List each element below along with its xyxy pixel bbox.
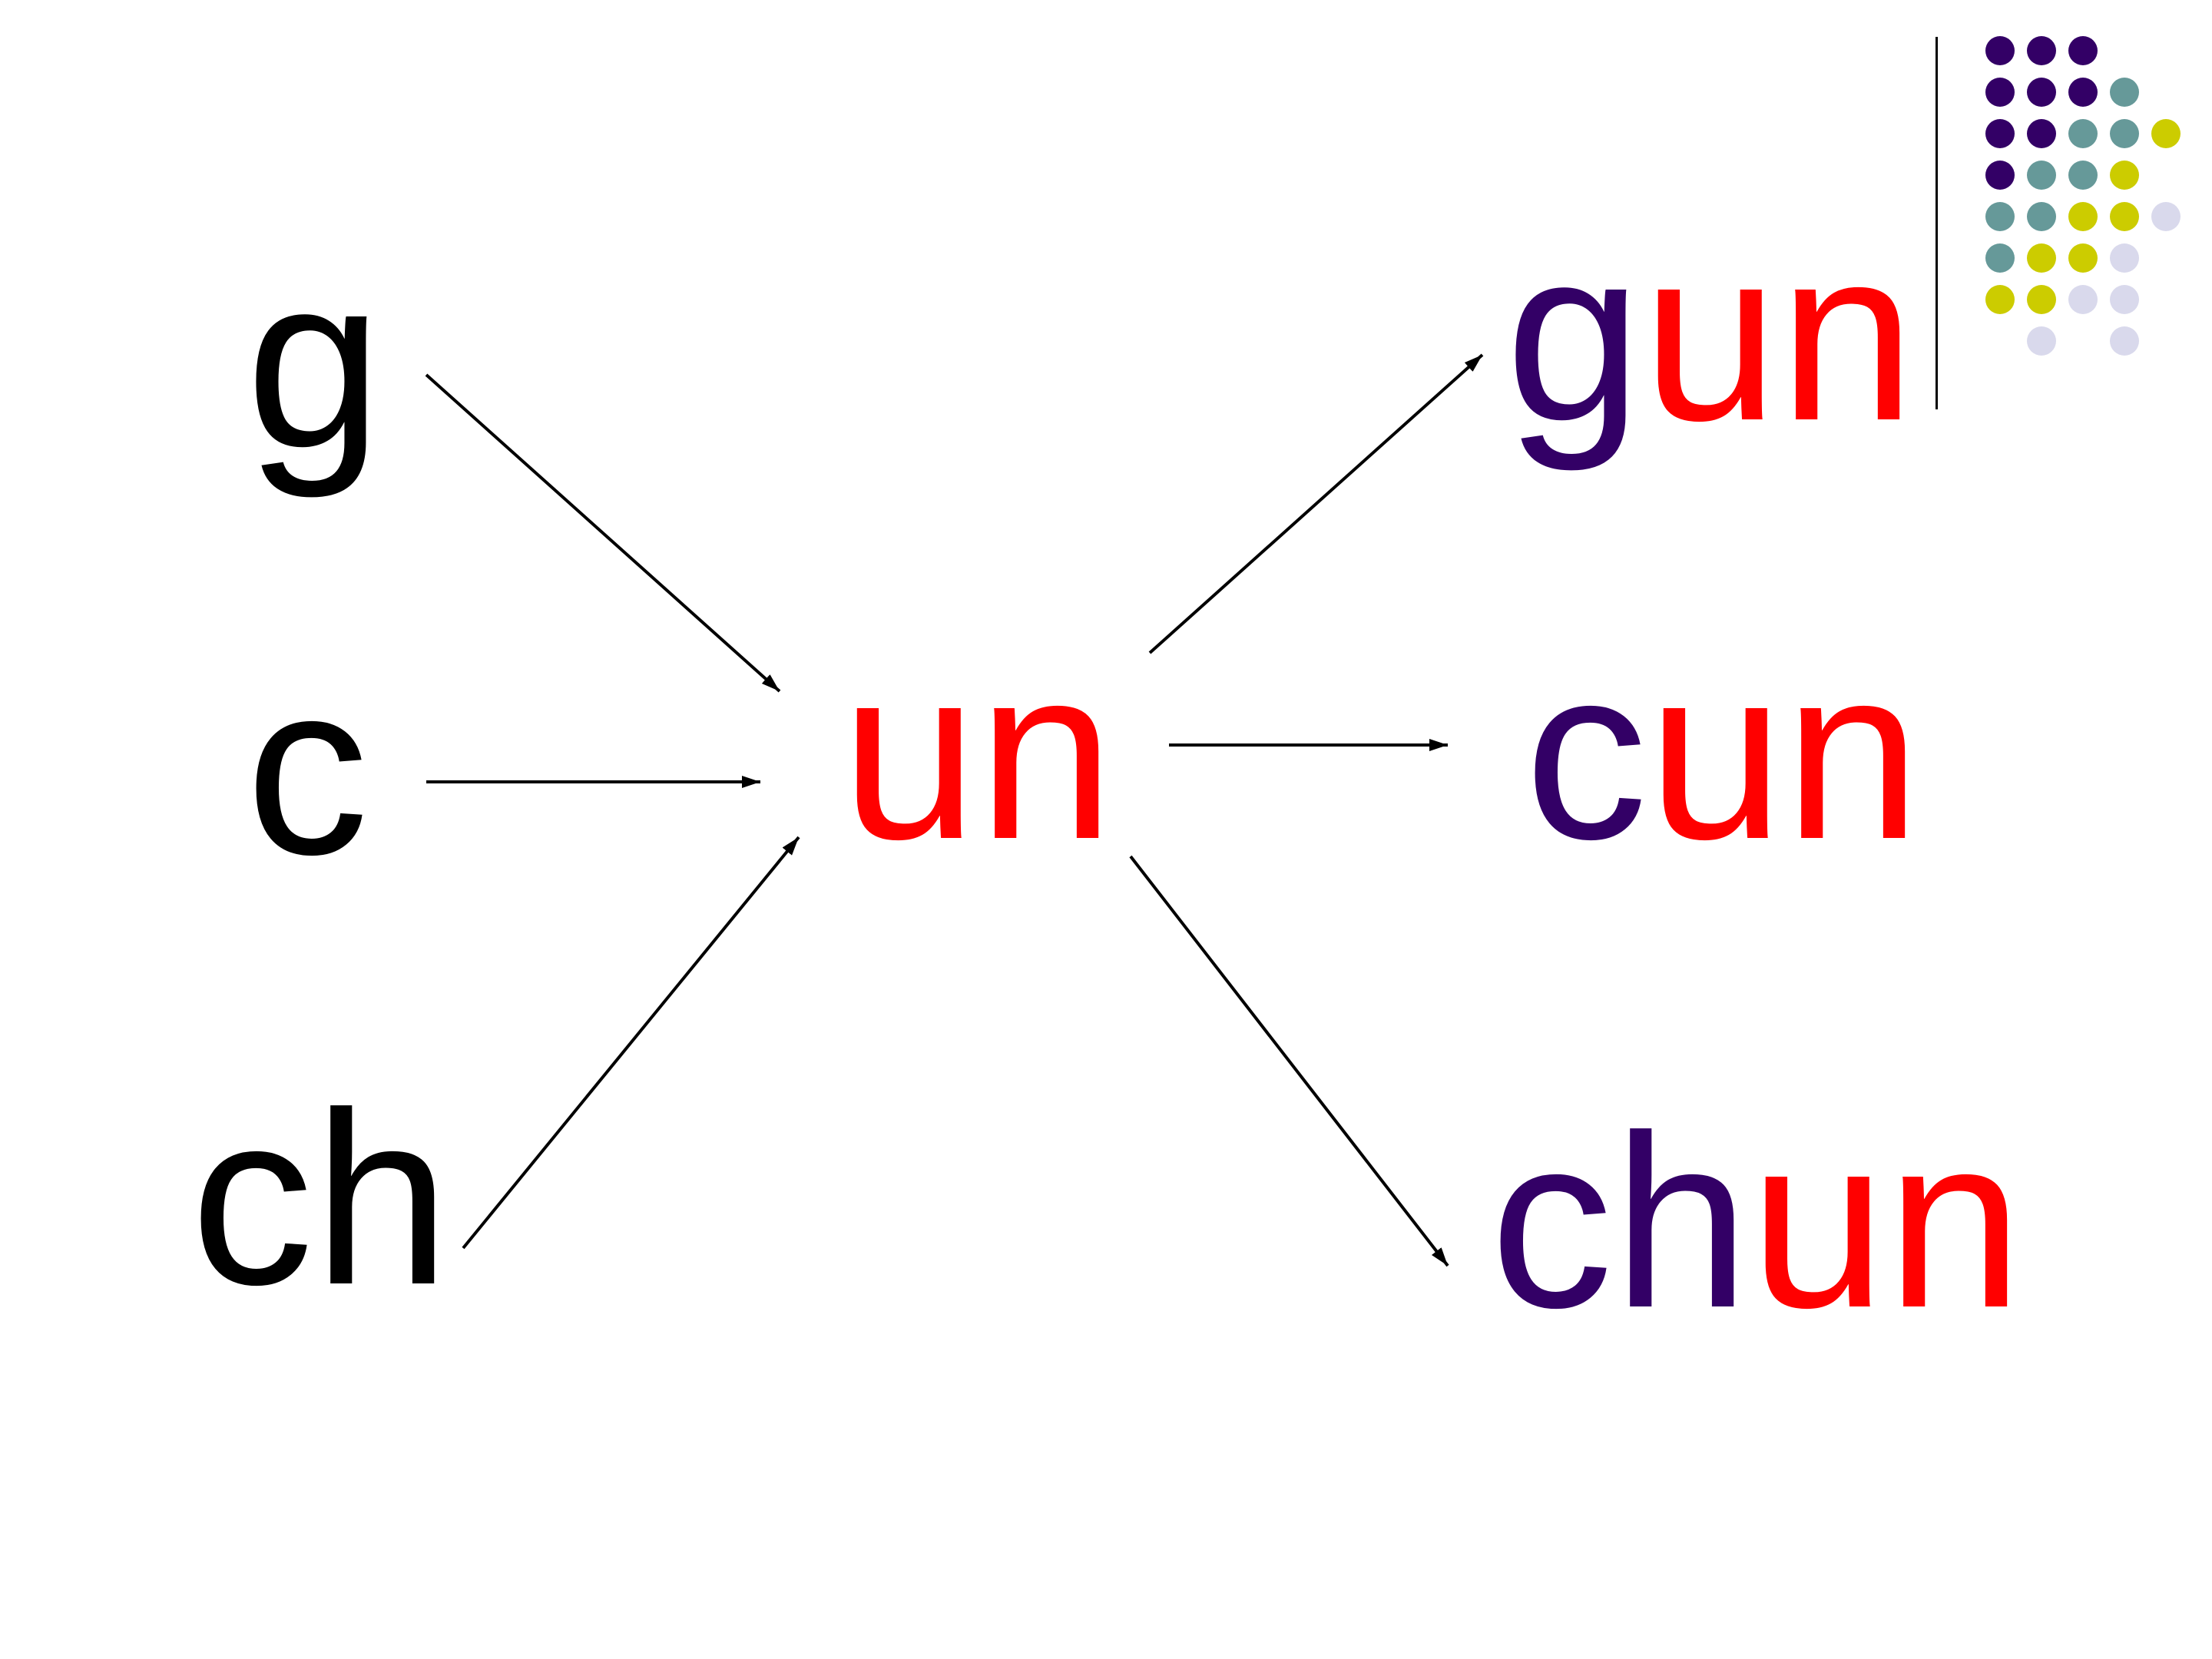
decorative-dot	[2068, 78, 2098, 107]
initial-ch: ch	[190, 1061, 450, 1336]
decorative-dot	[2068, 161, 2098, 190]
final-un: un	[841, 615, 1114, 890]
result-chun-final: un	[1749, 1084, 2023, 1359]
decorative-dot	[1985, 119, 2015, 148]
result-gun: gun	[1505, 211, 1916, 457]
decorative-dot	[2110, 161, 2139, 190]
decorative-dot	[2027, 285, 2056, 314]
result-cun-initial: c	[1525, 615, 1647, 890]
decorative-dot	[2027, 326, 2056, 356]
decorative-dot	[1985, 36, 2015, 65]
decorative-dot	[2110, 285, 2139, 314]
decorative-dot	[2068, 285, 2098, 314]
decorative-dot	[2027, 119, 2056, 148]
result-gun-initial: g	[1505, 197, 1642, 472]
result-gun-final: un	[1641, 197, 1916, 472]
corner-divider-line	[1936, 37, 1938, 409]
decorative-dot	[1985, 161, 2015, 190]
result-chun-initial: ch	[1490, 1084, 1750, 1359]
result-cun-final: un	[1647, 615, 1921, 890]
decorative-dot	[2027, 36, 2056, 65]
decorative-dot	[2068, 202, 2098, 231]
decorative-dot	[1985, 285, 2015, 314]
decorative-dot	[2068, 243, 2098, 273]
decorative-dot	[2110, 202, 2139, 231]
decorative-dot	[2027, 161, 2056, 190]
arrow-un-to-gun	[1148, 353, 1484, 654]
decorative-dot	[2151, 119, 2181, 148]
result-chun: chun	[1490, 1098, 2023, 1344]
arrow-g-to-un	[425, 373, 781, 693]
decorative-dot	[2110, 119, 2139, 148]
decorative-dot	[2027, 78, 2056, 107]
decorative-dot	[1985, 243, 2015, 273]
decorative-dot	[2068, 119, 2098, 148]
decorative-dot	[2151, 202, 2181, 231]
result-cun: cun	[1525, 630, 1921, 876]
decorative-dot	[2027, 202, 2056, 231]
decorative-dot	[2110, 243, 2139, 273]
arrow-un-to-chun	[1129, 855, 1449, 1267]
decorative-dot	[2110, 326, 2139, 356]
decorative-dot	[1985, 202, 2015, 231]
decorative-dot	[2027, 243, 2056, 273]
decorative-dot	[2068, 36, 2098, 65]
initial-g: g	[246, 224, 382, 498]
arrow-ch-to-un	[462, 836, 800, 1250]
decorative-dot	[1985, 78, 2015, 107]
decorative-dot	[2110, 78, 2139, 107]
initial-c: c	[246, 631, 369, 906]
